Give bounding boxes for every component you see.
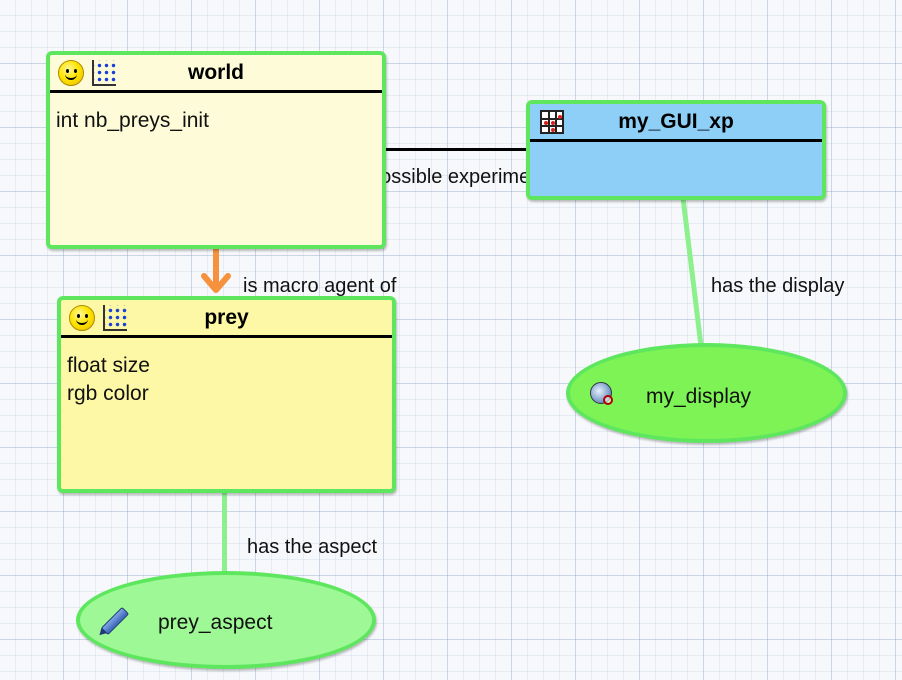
world-attribute: int nb_preys_init [56,109,209,132]
world-attributes: int nb_preys_init [50,93,382,141]
aspect-node-label: prey_aspect [158,611,273,634]
smile-icon [69,305,95,331]
experiment-node-title: my_GUI_xp [618,110,734,133]
prey-species-node[interactable]: prey float size rgb color [57,296,396,493]
world-species-node[interactable]: world int nb_preys_init [46,51,386,249]
has-aspect-label: has the aspect [247,536,378,558]
has-display-label: has the display [711,275,845,297]
prey-node-title: prey [204,306,249,329]
world-node-title: world [188,61,244,84]
aspect-node[interactable]: prey_aspect [76,571,376,669]
world-node-header: world [50,55,382,93]
display-node-label: my_display [646,385,752,408]
has-display-link[interactable] [676,196,710,348]
macro-agent-link[interactable] [196,246,236,298]
grid-dots-icon [103,305,127,331]
prey-attribute: rgb color [67,382,149,405]
smile-icon [58,60,84,86]
prey-node-header: prey [61,300,392,338]
has-aspect-link[interactable] [222,490,227,580]
prey-attribute: float size [67,354,150,377]
macro-agent-label: is macro agent of [243,275,397,297]
display-node[interactable]: my_display [566,343,847,443]
experiment-node[interactable]: my_GUI_xp [526,100,826,200]
grid-dots-icon [92,60,116,86]
possible-experiment-label: possible experiment [369,166,547,188]
possible-experiment-link[interactable] [385,148,528,151]
pencil-icon [100,606,130,636]
experiment-node-header: my_GUI_xp [530,104,822,142]
abacus-icon [540,110,564,134]
prey-attributes: float size rgb color [61,338,392,414]
display-icon [590,382,613,405]
